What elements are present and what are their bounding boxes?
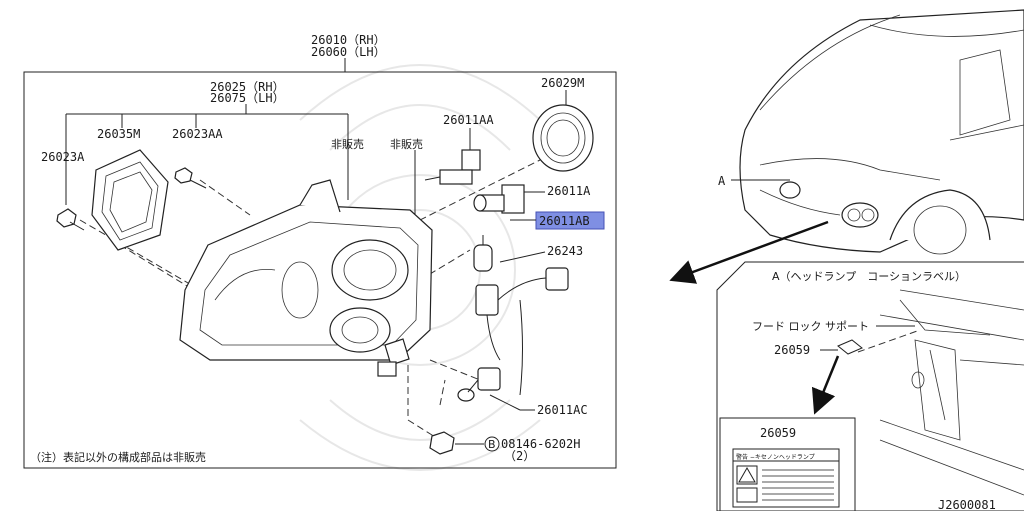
- label-26029M[interactable]: 26029M: [541, 76, 584, 90]
- detail-title: A（ヘッドランプ コーションラベル）: [772, 270, 966, 283]
- housing-label-rh[interactable]: 26025（RH）: [210, 80, 285, 94]
- part-26023A-screw[interactable]: [56, 208, 85, 231]
- label-26011AB[interactable]: 26011AB: [539, 214, 590, 228]
- part-26035M-cover[interactable]: [91, 149, 169, 251]
- part-26243-harness[interactable]: [475, 267, 569, 396]
- caution-label-heading: 警告 −キセノンヘッドランプ: [736, 453, 815, 461]
- footnote: （注）表記以外の構成部品は非販売: [30, 450, 206, 464]
- label-not-sold-1: 非販売: [331, 138, 364, 151]
- label-26023AA[interactable]: 26023AA: [172, 127, 223, 141]
- label-bolt-code[interactable]: 08146-6202H: [501, 437, 580, 451]
- part-26011AA-bulb[interactable]: [424, 149, 481, 185]
- car-label-a: A: [718, 174, 726, 188]
- part-26011A-bulb[interactable]: [473, 184, 525, 214]
- assembly-label-lh[interactable]: 26060（LH）: [311, 45, 386, 59]
- diagram-id: J2600081: [938, 498, 996, 511]
- label-26011AC[interactable]: 26011AC: [537, 403, 588, 417]
- detail-hood-support-label: フード ロック サポート: [752, 320, 869, 333]
- assembly-frame: [23, 71, 617, 469]
- part-bolt-08146[interactable]: [429, 431, 455, 455]
- car-illustration: [739, 9, 1024, 255]
- part-headlamp-housing[interactable]: [179, 179, 433, 366]
- part-26023AA-screw[interactable]: [174, 167, 207, 189]
- label-not-sold-2: 非販売: [390, 138, 423, 151]
- label-26011A[interactable]: 26011A: [547, 184, 591, 198]
- caution-label-sticker: 警告 −キセノンヘッドランプ: [732, 448, 840, 508]
- part-26011AB-bulb[interactable]: [473, 235, 493, 272]
- detail-label-26059[interactable]: 26059: [774, 343, 810, 357]
- detail-zoom-arrow: [811, 355, 840, 415]
- label-26011AA[interactable]: 26011AA: [443, 113, 494, 127]
- housing-label-lh[interactable]: 26075（LH）: [210, 91, 285, 105]
- label-bolt-qty: （2）: [504, 449, 535, 463]
- label-26023A[interactable]: 26023A: [41, 150, 85, 164]
- part-clip[interactable]: [377, 361, 397, 377]
- detail-hood-structure: [879, 289, 1024, 496]
- label-26011AB-highlight[interactable]: 26011AB: [535, 211, 605, 230]
- label-26035M[interactable]: 26035M: [97, 127, 140, 141]
- detail-arrow: [669, 220, 829, 284]
- detail-panel: [716, 261, 1024, 511]
- bolt-marker: B: [488, 438, 496, 451]
- label-26243[interactable]: 26243: [547, 244, 583, 258]
- caution-label-part[interactable]: 26059: [760, 426, 796, 440]
- detail-label-swatch: [837, 339, 863, 355]
- part-26029M-cap[interactable]: [532, 104, 594, 172]
- assembly-label-rh[interactable]: 26010（RH）: [311, 33, 386, 47]
- bolt-marker-circle: [484, 436, 500, 452]
- part-26011AC-socket[interactable]: [457, 367, 501, 402]
